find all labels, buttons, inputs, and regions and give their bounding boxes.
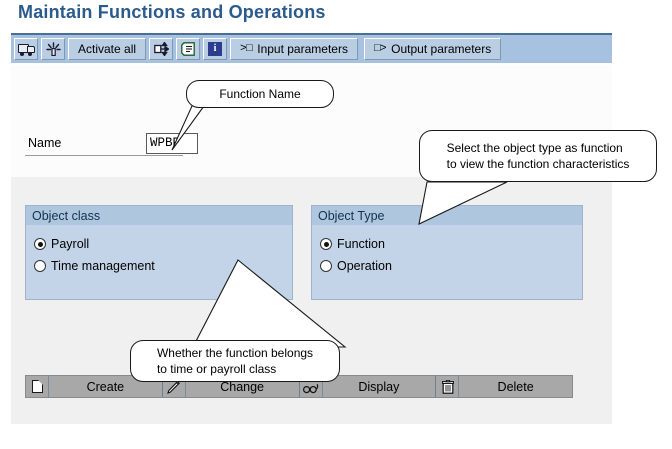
object-type-header: Object Type — [312, 206, 582, 225]
input-param-icon: >□ — [240, 43, 253, 55]
document-list-icon — [181, 42, 195, 56]
radio-function[interactable]: Function — [320, 233, 582, 255]
change-label: Change — [220, 379, 265, 394]
object-type-options: Function Operation — [312, 225, 582, 277]
name-label: Name — [28, 136, 62, 150]
expand-arrows-button[interactable] — [149, 38, 174, 60]
radio-payroll-icon[interactable] — [34, 238, 46, 250]
callout-function-name-text: Function Name — [219, 86, 301, 101]
delete-icon-slot — [436, 376, 460, 397]
radio-payroll[interactable]: Payroll — [34, 233, 292, 255]
callout-tail-function-name — [171, 105, 206, 151]
delete-button[interactable]: Delete — [436, 376, 572, 397]
name-input[interactable]: WPBP — [146, 133, 198, 154]
documentation-button[interactable] — [176, 38, 201, 60]
information-button[interactable]: i — [203, 38, 228, 60]
radio-function-icon[interactable] — [320, 238, 332, 250]
output-parameters-label: Output parameters — [391, 42, 492, 56]
object-class-options: Payroll Time management — [26, 225, 292, 277]
object-type-groupbox: Object Type Function Operation — [311, 205, 583, 300]
input-parameters-button[interactable]: >□ Input parameters — [230, 38, 358, 60]
display-button[interactable]: Display — [299, 376, 437, 397]
activate-all-label: Activate all — [78, 42, 137, 56]
page-title: Maintain Functions and Operations — [18, 2, 326, 22]
radio-operation-label: Operation — [337, 259, 392, 273]
name-field-row: Name WPBP — [25, 133, 198, 156]
sparkle-icon — [45, 42, 61, 57]
radio-operation[interactable]: Operation — [320, 255, 582, 277]
delete-label: Delete — [497, 379, 534, 394]
page-icon — [31, 380, 43, 393]
activate-all-button[interactable]: Activate all — [68, 38, 147, 60]
info-icon: i — [208, 42, 223, 56]
output-parameters-button[interactable]: □> Output parameters — [363, 38, 502, 60]
object-class-title: Object class — [32, 208, 101, 223]
create-label: Create — [86, 379, 125, 394]
radio-time-management-icon[interactable] — [34, 260, 46, 272]
truck-icon — [17, 43, 35, 56]
trash-icon — [441, 379, 454, 394]
radio-payroll-label: Payroll — [51, 237, 90, 251]
callout-tail-object-type — [418, 181, 508, 225]
display-icon-slot — [300, 376, 323, 397]
input-parameters-label: Input parameters — [257, 42, 348, 56]
create-icon-slot — [26, 376, 49, 397]
radio-function-label: Function — [337, 237, 385, 251]
callout-object-type: Select the object type as function to vi… — [419, 130, 657, 182]
object-class-header: Object class — [26, 206, 292, 225]
arrows-icon — [153, 41, 170, 57]
callout-function-name: Function Name — [186, 80, 334, 108]
generate-button[interactable] — [41, 38, 65, 60]
radio-operation-icon[interactable] — [320, 260, 332, 272]
callout-object-class-text: Whether the function belongs to time or … — [156, 345, 314, 376]
transport-truck-button[interactable] — [14, 38, 38, 60]
main-toolbar: Activate all — [11, 33, 612, 63]
object-type-title: Object Type — [318, 208, 385, 223]
output-param-icon: □> — [373, 43, 387, 55]
display-label: Display — [358, 379, 400, 394]
radio-time-management[interactable]: Time management — [34, 255, 292, 277]
callout-object-type-text: Select the object type as function to vi… — [446, 140, 630, 171]
create-button[interactable]: Create — [26, 376, 163, 397]
callout-object-class: Whether the function belongs to time or … — [130, 340, 340, 382]
radio-time-management-label: Time management — [51, 259, 155, 273]
glasses-icon — [302, 381, 319, 394]
